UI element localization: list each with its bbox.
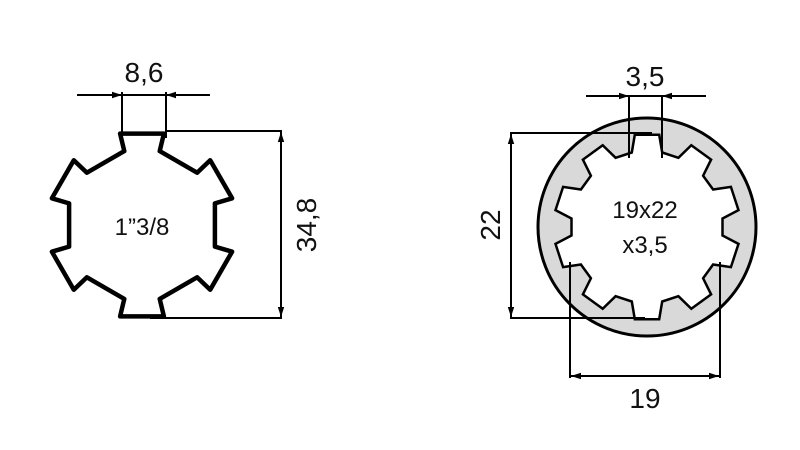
right-spline-outline [553,133,741,321]
right-major-diameter-dimension: 22 [475,132,652,319]
right-minor-diameter-dimension: 19 [569,262,721,414]
left-tooth-width-dimension: 8,6 [77,57,210,138]
left-spline-profile: 1”3/8 8,6 34,8 [49,57,322,319]
left-gear-outline [49,131,235,319]
right-minor-diameter-value: 19 [629,383,660,414]
left-height-value: 34,8 [291,198,322,253]
left-profile-label: 1”3/8 [115,214,170,241]
right-tooth-width-value: 3,5 [626,61,665,92]
right-profile-label-line2: x3,5 [622,232,667,259]
right-tooth-width-dimension: 3,5 [586,61,706,158]
right-major-diameter-value: 22 [475,209,506,240]
left-height-dimension: 34,8 [150,130,322,319]
right-profile-label-line1: 19x22 [612,197,677,224]
right-spline-profile: 19x22 x3,5 3,5 22 19 [475,61,758,414]
left-tooth-width-value: 8,6 [125,57,164,88]
